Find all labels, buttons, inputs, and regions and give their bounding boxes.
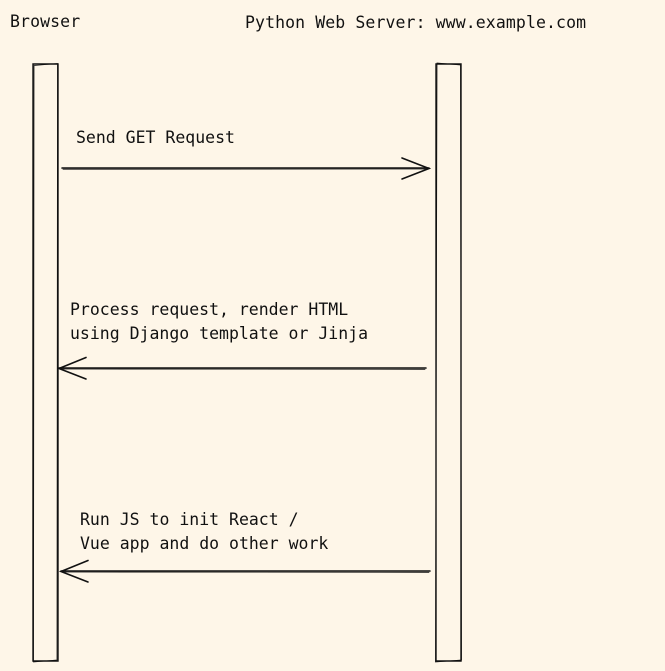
participant-browser-label: Browser [10,12,81,31]
message-label-line: Process request, render HTML [70,300,349,319]
browser-lifeline [32,63,59,663]
message-label-line: Run JS to init React / [80,510,299,529]
message-label-line: Send GET Request [76,128,235,147]
server-lifeline [435,62,462,663]
message-render-html-label: Process request, render HTML using Djang… [70,298,368,346]
arrow-send-get-request [61,157,432,180]
arrow-render-html-response [56,356,427,380]
message-run-js-label: Run JS to init React / Vue app and do ot… [80,508,328,556]
message-label-line: using Django template or Jinja [70,324,369,343]
message-label-line: Vue app and do other work [80,534,329,553]
participant-server-label: Python Web Server: www.example.com [245,13,587,32]
message-send-get-request-label: Send GET Request [76,126,235,150]
arrow-run-js-init [58,559,431,583]
